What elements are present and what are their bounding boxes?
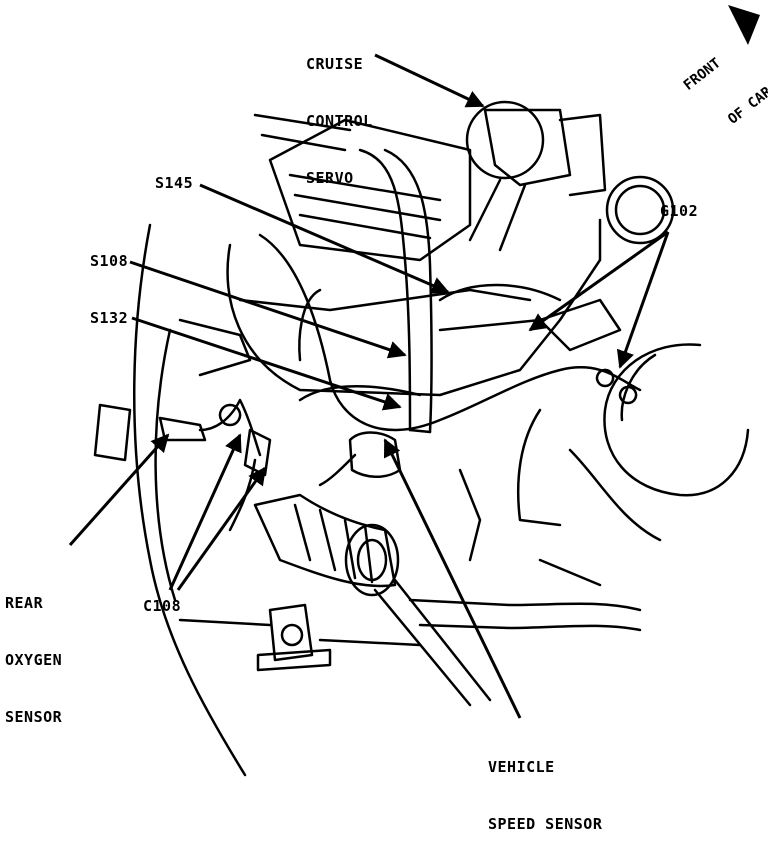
label-line: VEHICLE	[488, 758, 555, 776]
label-c108: C108	[143, 597, 182, 615]
leader-g102-b	[616, 231, 670, 369]
label-line: REAR	[5, 594, 44, 612]
label-g102: G102	[660, 202, 699, 220]
label-s108: S108	[90, 252, 129, 270]
inner-fender	[154, 328, 177, 602]
label-cruise-control-servo: CRUISE CONTROL SERVO	[306, 17, 373, 207]
leader-vehicle-speed	[383, 438, 522, 719]
leader-rear-oxygen	[68, 433, 170, 546]
label-line: CRUISE	[306, 55, 364, 73]
diagram-stage: CRUISE CONTROL SERVO S145 S108 S132 G102…	[5, 5, 768, 833]
engine-block	[226, 218, 602, 397]
label-line: FRONT	[680, 55, 724, 94]
intake-runner	[253, 113, 352, 152]
leader-s145	[199, 183, 450, 294]
front-of-car-arrow	[728, 5, 760, 45]
leader-c108-b	[176, 466, 267, 591]
cruise-servo-body	[465, 100, 545, 180]
label-vehicle-speed-sensor: VEHICLE SPEED SENSOR	[488, 720, 602, 853]
label-line: SPEED SENSOR	[488, 815, 603, 833]
leader-g102-a	[528, 230, 669, 332]
pulley-top	[605, 175, 675, 245]
drive-shaft-end	[344, 523, 400, 597]
leader-c108-a	[168, 433, 242, 591]
manifold	[238, 288, 532, 312]
stabilizer-bracket	[268, 603, 314, 662]
leader-cruise-servo	[374, 53, 485, 108]
valve-cover-ribs	[288, 173, 442, 240]
valve-cover	[268, 118, 472, 262]
leader-s108	[129, 260, 407, 359]
fender-outline	[133, 223, 247, 777]
label-line: OXYGEN	[5, 651, 63, 669]
label-line: SERVO	[306, 169, 354, 187]
wiring-harness	[258, 233, 642, 432]
label-line: OF CAR	[725, 83, 768, 128]
engine-compartment-drawing	[68, 5, 760, 777]
ground-g102-eyelet	[595, 368, 615, 388]
label-line: CONTROL	[306, 112, 373, 130]
label-rear-oxygen-sensor: REAR OXYGEN SENSOR	[5, 556, 62, 746]
label-s132: S132	[90, 309, 129, 327]
pulley-right	[603, 343, 750, 497]
exhaust-pipe	[93, 403, 132, 462]
connector-c108	[243, 428, 272, 477]
label-s145: S145	[155, 174, 194, 192]
label-line: SENSOR	[5, 708, 63, 726]
rear-oxygen-sensor	[158, 416, 207, 442]
cv-boot	[253, 493, 397, 588]
upper-hose	[358, 148, 412, 432]
leader-s132	[131, 316, 402, 411]
